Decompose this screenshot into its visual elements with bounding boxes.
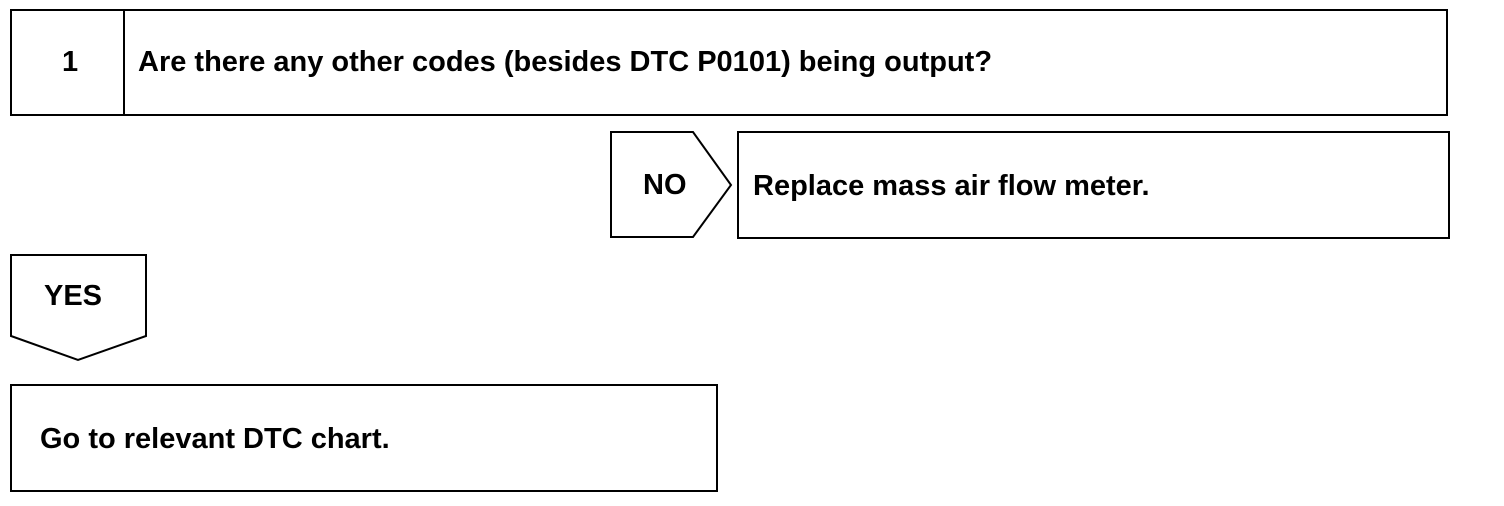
yes-action-text: Go to relevant DTC chart.	[40, 423, 390, 455]
step-number-divider	[123, 9, 125, 116]
step-number: 1	[62, 46, 79, 78]
step-question-box	[10, 9, 1448, 116]
no-arrow-shape	[610, 131, 733, 238]
yes-arrow-shape	[10, 254, 147, 362]
yes-action-box	[10, 384, 718, 492]
yes-label: YES	[44, 280, 103, 312]
no-label: NO	[643, 169, 687, 201]
no-action-text: Replace mass air flow meter.	[753, 170, 1150, 202]
step-question: Are there any other codes (besides DTC P…	[138, 46, 993, 78]
no-action-box	[737, 131, 1450, 239]
